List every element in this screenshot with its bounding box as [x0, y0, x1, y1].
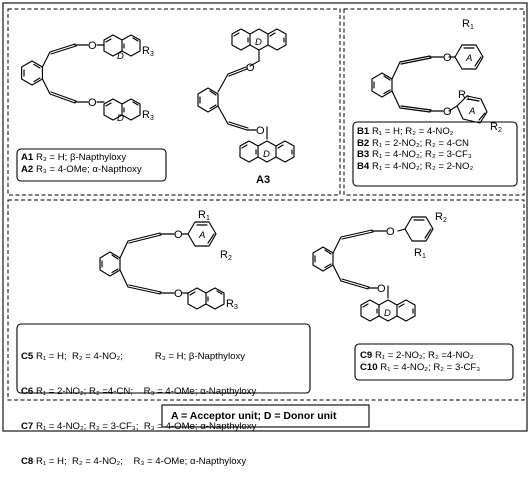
legend-row: B1 R₁ = H; R₂ = 4-NO₂ [357, 126, 454, 137]
r1-label: R1 [458, 89, 470, 102]
legend-box-c [16, 323, 311, 394]
legend-row: B4 R₁ = 4-NO₂; R₂ = 2-NO₂ [357, 160, 474, 172]
legend-row: B2 R₁ = 2-NO₂; R₂ = 4-CN [357, 137, 469, 149]
scheme-drawing: O O O O O O O O O O D D D D D A A A R3 R… [2, 2, 528, 432]
legend-c2: C9 R₁ = 2-NO₂; R₂ =4-NO₂ C10 R₁ = 4-NO₂;… [360, 350, 480, 373]
r3-label: R3 [142, 45, 154, 58]
legend-c: C5 R₁ = H; R₂ = 4-NO₂; R₃ = H; β-Napthyl… [21, 328, 256, 479]
molecule-a3 [197, 28, 295, 163]
acceptor-label: A [198, 230, 205, 241]
legend-box-b [352, 121, 518, 187]
atom-o: O [256, 125, 265, 137]
donor-label: D [117, 51, 124, 62]
footer-box [161, 404, 370, 428]
r1-label: R1 [462, 18, 474, 31]
legend-box-c2 [354, 343, 514, 381]
legend-row: C10 R₁ = 4-NO₂; R₂ = 3-CF₃ [360, 361, 481, 373]
legend-row: A2 R₃ = 4-OMe; α-Napthoxy [21, 163, 142, 175]
molecule-c9c10 [312, 216, 434, 322]
atom-o: O [174, 288, 183, 300]
atom-o: O [174, 229, 183, 241]
legend-row: C8 R₁ = H; R₂ = 4-NO₂; R₃ = 4-OMe; α-Nap… [21, 455, 247, 467]
legend-row: C6 R₁ = 2-NO₂; R₂ =4-CN; R₃ = 4-OMe; α-N… [21, 385, 257, 397]
legend-b: B1 R₁ = H; R₂ = 4-NO₂ B2 R₁ = 2-NO₂; R₂ … [357, 126, 473, 172]
acceptor-label: A [468, 106, 475, 117]
donor-label: D [263, 149, 270, 160]
acceptor-label: A [465, 53, 472, 64]
r2-label: R2 [435, 211, 447, 224]
r3-label: R3 [142, 109, 154, 122]
atom-o: O [443, 52, 452, 64]
compound-caption-a3: A3 [256, 174, 271, 186]
molecule-c [99, 221, 225, 310]
r1-label: R1 [198, 209, 210, 222]
r2-label: R2 [220, 249, 232, 262]
r3-label: R3 [226, 298, 238, 311]
r2-label: R2 [490, 121, 502, 134]
donor-label: D [255, 37, 262, 48]
atom-o: O [246, 62, 255, 74]
section-a-frame [7, 8, 341, 196]
legend-row: A1 R₃ = H; β-Napthyloxy [21, 152, 127, 163]
donor-label: D [117, 113, 124, 124]
atom-o: O [386, 226, 395, 238]
legend-box-a [16, 148, 167, 182]
atom-o: O [377, 283, 386, 295]
legend-row: C5 R₁ = H; R₂ = 4-NO₂; R₃ = H; β-Napthyl… [21, 351, 246, 363]
donor-label: D [384, 308, 391, 319]
legend-row: C7 R₁ = 4-NO₂; R₂ = 3-CF₃; R₃ = 4-OMe; α… [21, 420, 257, 432]
legend-row: B3 R₁ = 4-NO₂; R₂ = 3-CF₃ [357, 149, 472, 161]
atom-o: O [443, 106, 452, 118]
figure: O O O O O O O O O O D D D D D A A A R3 R… [2, 2, 528, 467]
section-b-frame [343, 8, 525, 196]
legend-a: A1 R₃ = H; β-Napthyloxy A2 R₃ = 4-OMe; α… [21, 152, 142, 175]
atom-o: O [88, 97, 97, 109]
legend-row: C9 R₁ = 2-NO₂; R₂ =4-NO₂ [360, 350, 474, 361]
atom-o: O [88, 40, 97, 52]
molecule-b [371, 44, 488, 124]
molecule-a1a2 [21, 34, 141, 121]
r1-label: R1 [414, 247, 426, 260]
footer-note: A = Acceptor unit; D = Donor unit [171, 410, 337, 422]
outer-frame [2, 2, 528, 432]
